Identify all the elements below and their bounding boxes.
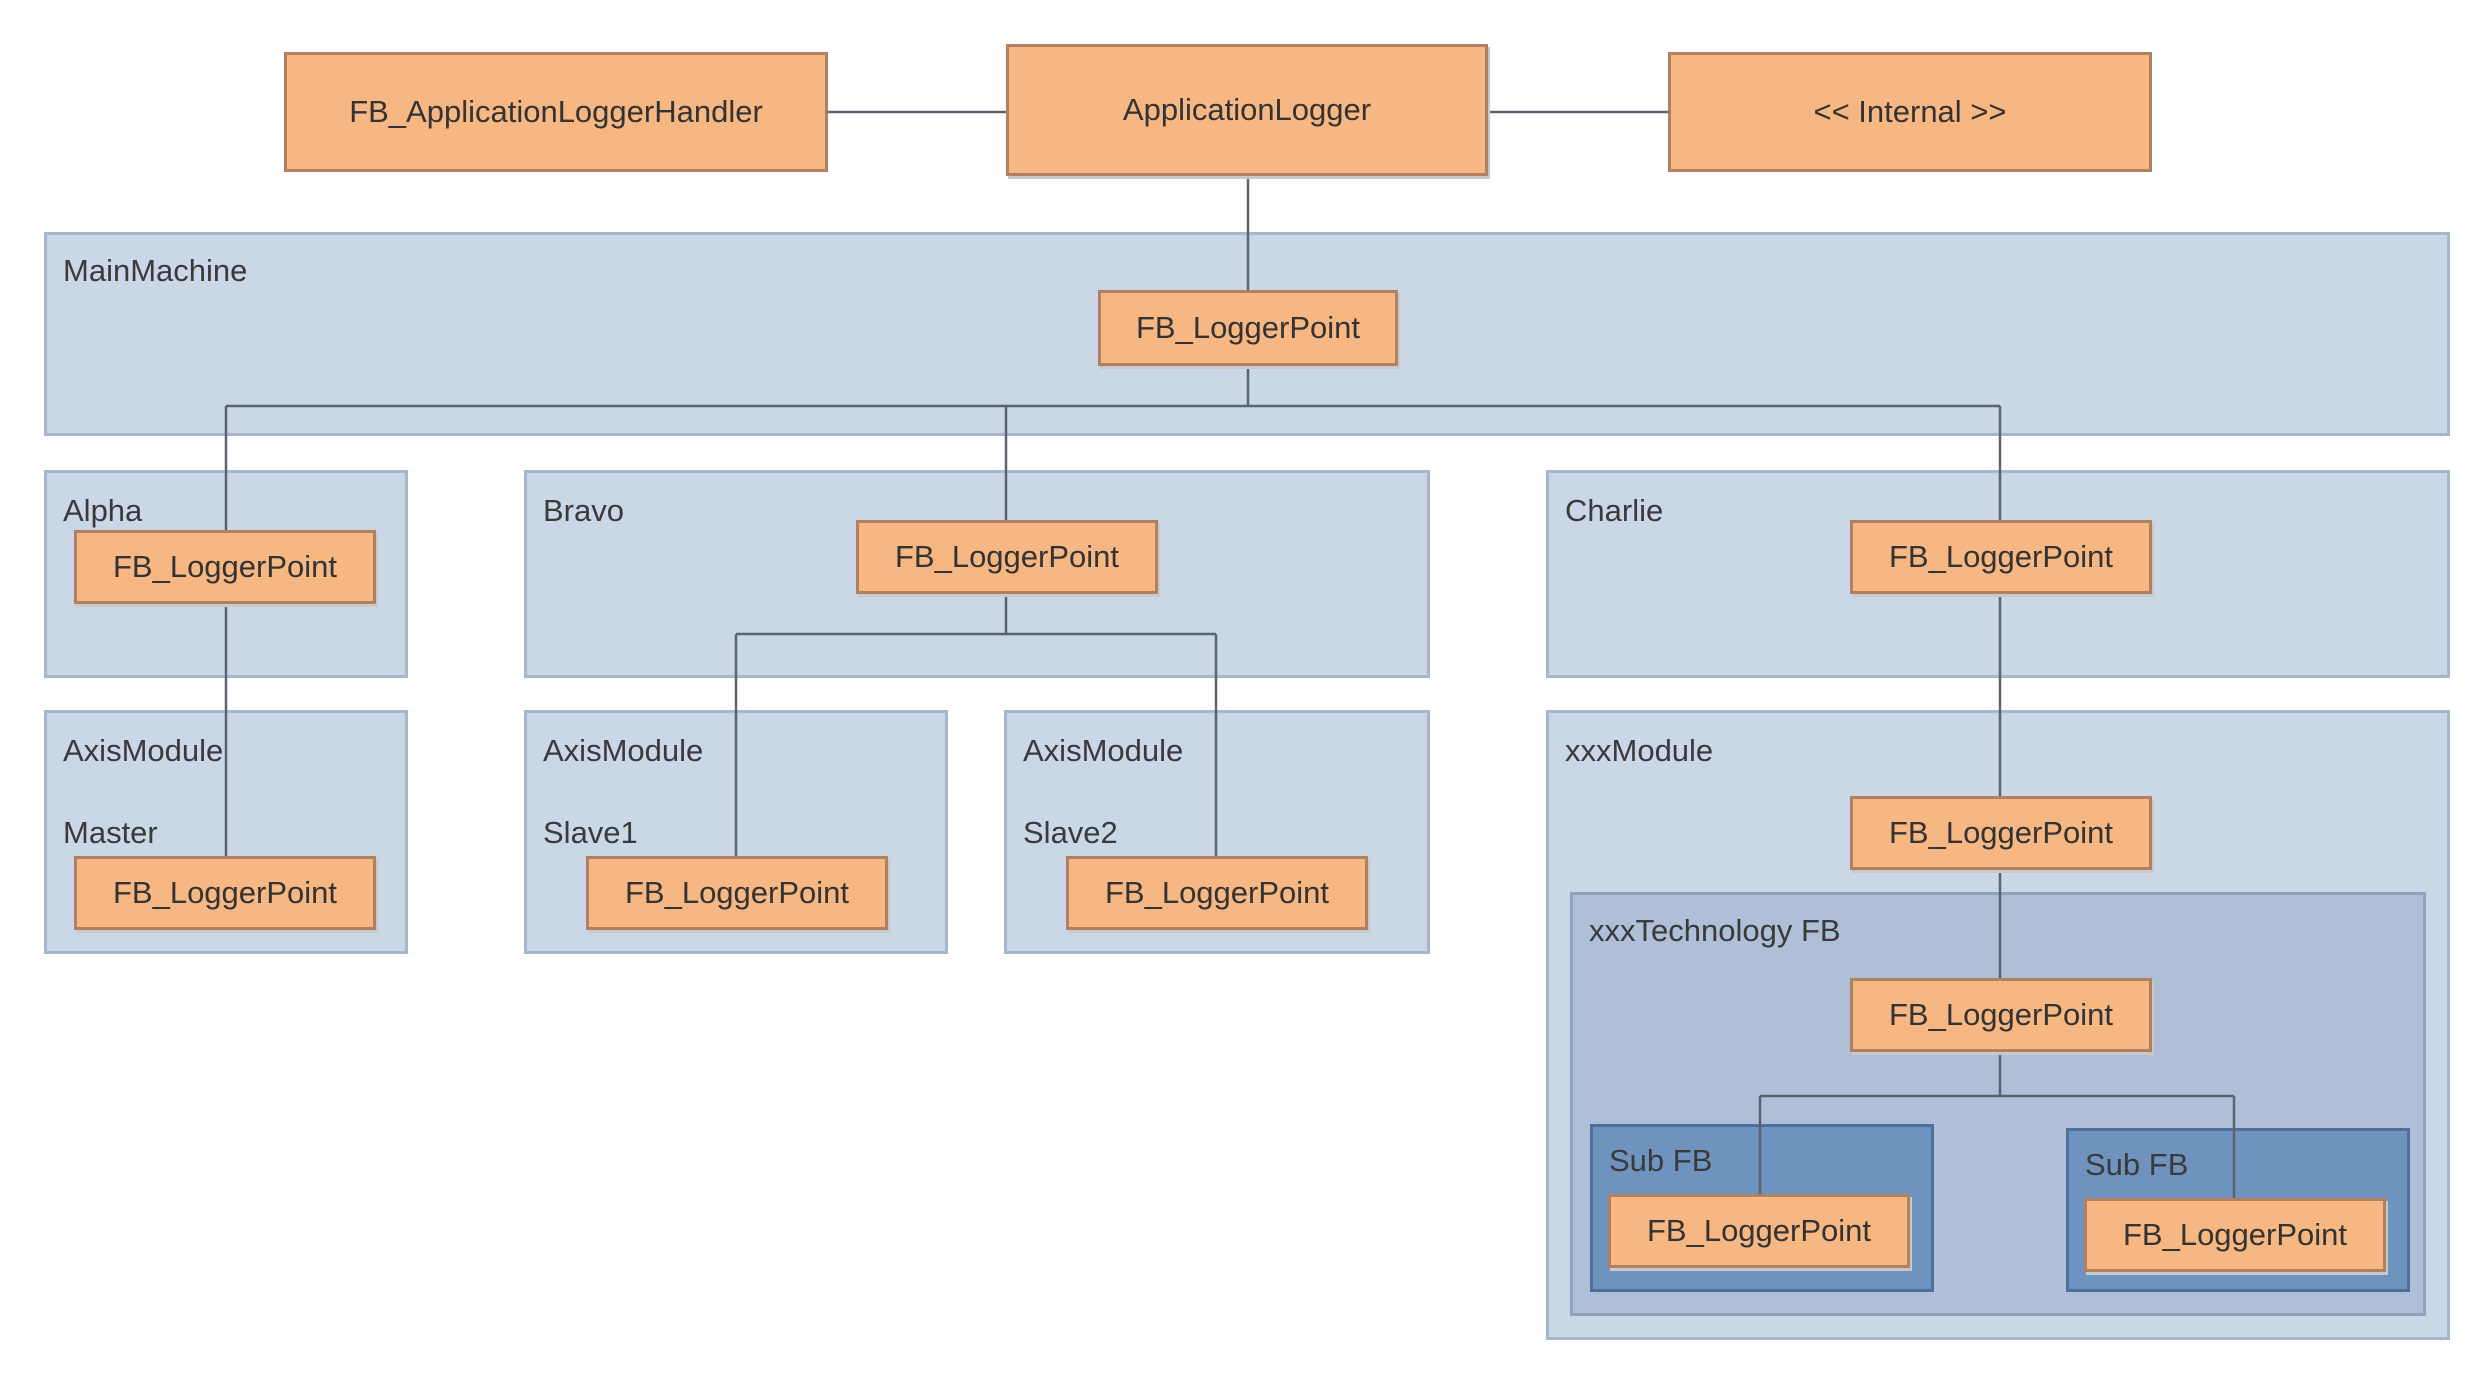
logger-point-xxx-module: FB_LoggerPoint — [1850, 796, 2152, 870]
logger-point-axis-slave2: FB_LoggerPoint — [1066, 856, 1368, 930]
node-application-logger: ApplicationLogger — [1006, 44, 1488, 176]
group-label-charlie: Charlie — [1565, 493, 1664, 528]
group-label-axis-master: AxisModule — [63, 733, 224, 768]
group-label-sub-fb-left: Sub FB — [1609, 1143, 1713, 1178]
logger-point-alpha: FB_LoggerPoint — [74, 530, 376, 604]
logger-point-main-machine: FB_LoggerPoint — [1098, 290, 1398, 366]
logger-point-axis-master: FB_LoggerPoint — [74, 856, 376, 930]
logger-point-charlie: FB_LoggerPoint — [1850, 520, 2152, 594]
logger-point-axis-slave1: FB_LoggerPoint — [586, 856, 888, 930]
node-internal: << Internal >> — [1668, 52, 2152, 172]
group-label-sub-fb-right: Sub FB — [2085, 1147, 2189, 1182]
logger-point-sub-fb-right: FB_LoggerPoint — [2084, 1198, 2386, 1272]
group-label-xxx-module: xxxModule — [1565, 733, 1714, 768]
logger-point-bravo: FB_LoggerPoint — [856, 520, 1158, 594]
logger-point-xxx-technology: FB_LoggerPoint — [1850, 978, 2152, 1052]
group-label-bravo: Bravo — [543, 493, 624, 528]
group-label-alpha: Alpha — [63, 493, 143, 528]
group-label-xxx-technology: xxxTechnology FB — [1589, 913, 1841, 948]
group-label-main-machine: MainMachine — [63, 253, 248, 288]
node-application-logger-handler: FB_ApplicationLoggerHandler — [284, 52, 828, 172]
logger-point-sub-fb-left: FB_LoggerPoint — [1608, 1194, 1910, 1268]
group-label-axis-slave1: AxisModule — [543, 733, 704, 768]
group-label-axis-slave2: AxisModule — [1023, 733, 1184, 768]
group-sublabel-slave1: Slave1 — [543, 815, 638, 850]
group-sublabel-slave2: Slave2 — [1023, 815, 1118, 850]
group-sublabel-master: Master — [63, 815, 158, 850]
